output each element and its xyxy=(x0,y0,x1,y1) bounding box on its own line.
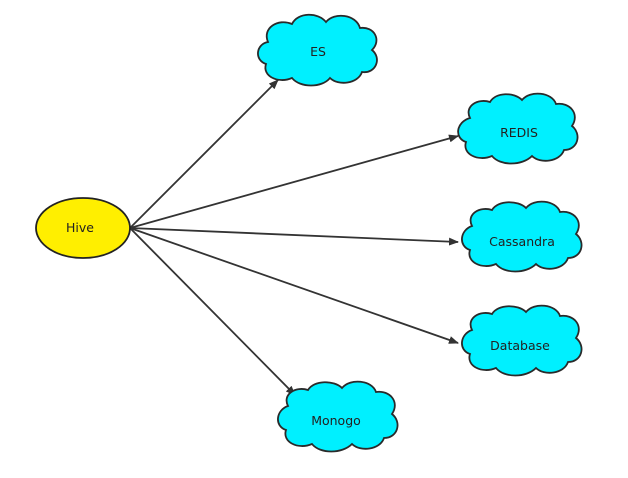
cloud-node-redis[interactable]: REDIS xyxy=(457,92,579,165)
cloud-node-cassandra[interactable]: Cassandra xyxy=(461,200,583,273)
cloud-label-es: ES xyxy=(310,44,326,59)
cloud-shape-es xyxy=(257,13,378,87)
cloud-shape-database xyxy=(461,304,583,377)
edge-hive-database[interactable] xyxy=(129,227,459,344)
cloud-label-cassandra: Cassandra xyxy=(489,234,555,249)
cloud-label-database: Database xyxy=(490,338,550,353)
edge-hive-cassandra[interactable] xyxy=(129,227,459,246)
edges xyxy=(129,79,459,396)
hub-circle xyxy=(35,197,131,259)
cloud-shape-redis xyxy=(457,92,579,165)
cloud-label-redis: REDIS xyxy=(500,125,538,140)
cloud-node-es[interactable]: ES xyxy=(257,13,378,87)
edge-hive-es[interactable] xyxy=(129,79,279,229)
edge-hive-redis[interactable] xyxy=(129,134,459,229)
hub-label: Hive xyxy=(66,220,94,235)
cloud-label-monogo: Monogo xyxy=(311,413,361,428)
cloud-shape-cassandra xyxy=(461,200,583,273)
cloud-shape-monogo xyxy=(277,380,399,453)
hub-node[interactable]: Hive xyxy=(35,197,131,259)
cloud-node-database[interactable]: Database xyxy=(461,304,583,377)
cloud-node-monogo[interactable]: Monogo xyxy=(277,380,399,453)
edge-hive-monogo[interactable] xyxy=(129,227,296,396)
